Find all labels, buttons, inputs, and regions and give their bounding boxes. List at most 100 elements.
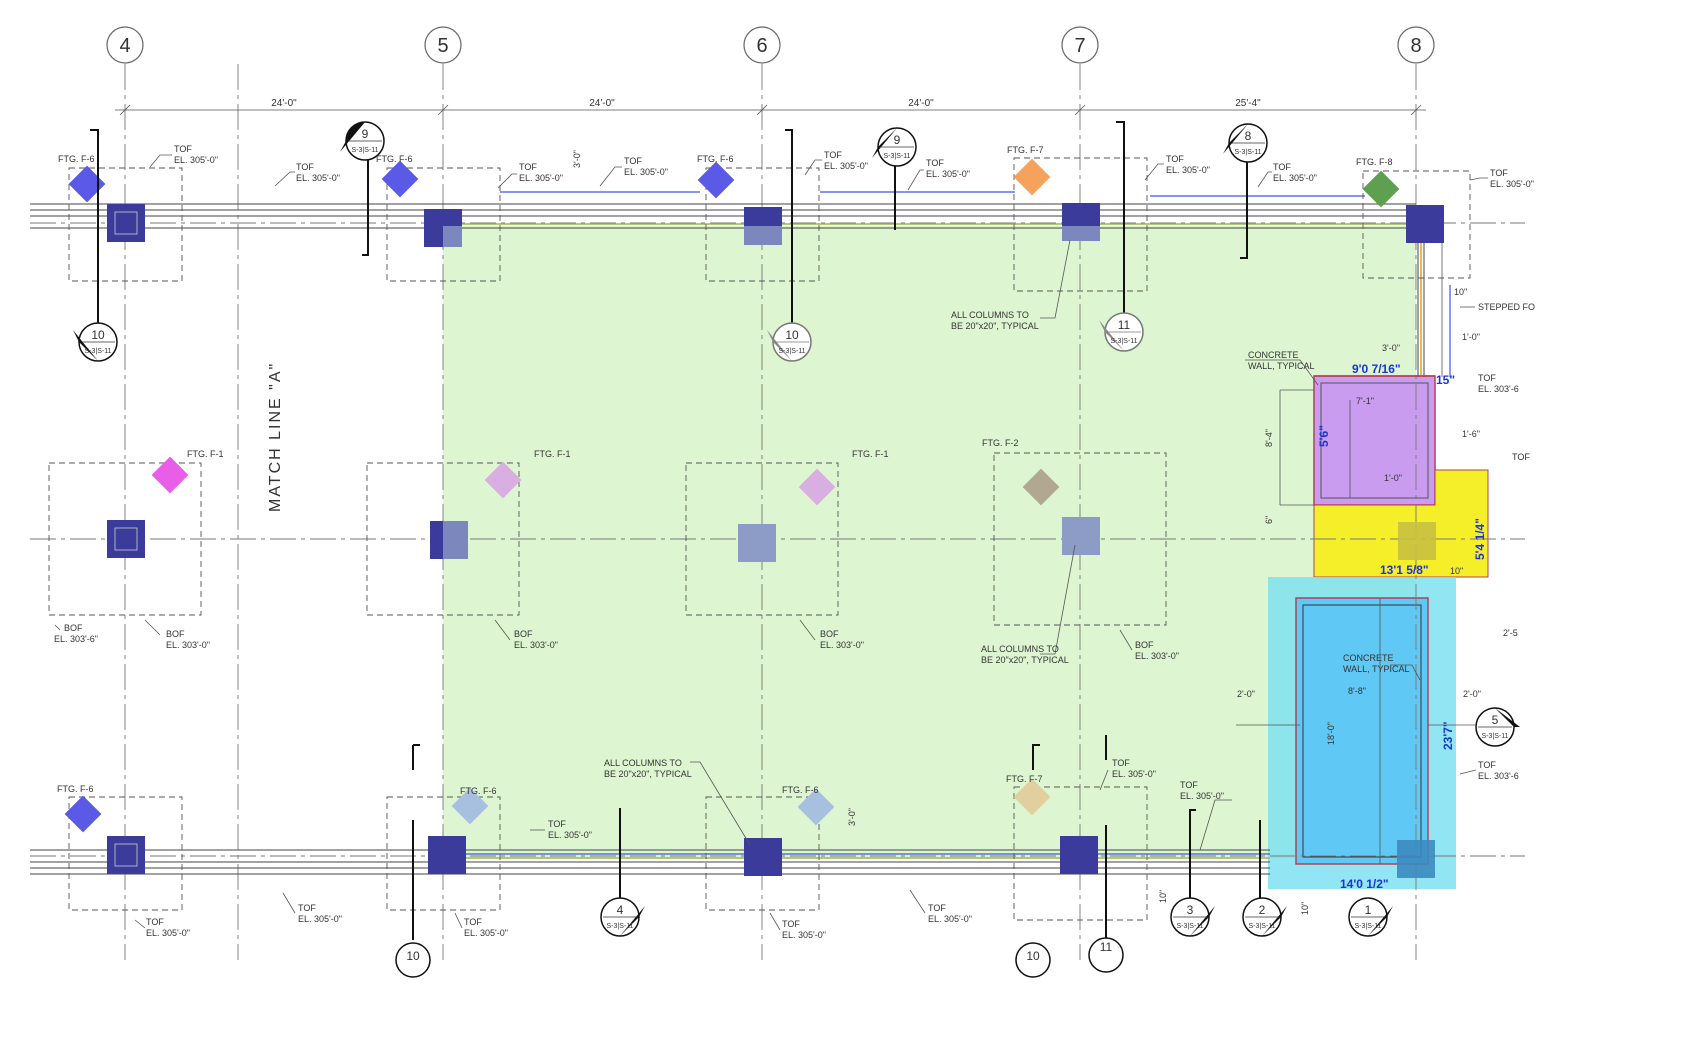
svg-text:S-3|S-11: S-3|S-11 (1235, 149, 1262, 156)
section-marker-11-b: 11 (1088, 937, 1124, 973)
elevation-callouts: TOF EL. 305'-0" TOF EL. 305'-0" TOF EL. … (54, 144, 1534, 940)
svg-text:EL. 303'-0": EL. 303'-0" (166, 640, 210, 650)
svg-text:EL. 305'-0": EL. 305'-0" (928, 914, 972, 924)
svg-text:10": 10" (1158, 890, 1168, 903)
svg-text:3'-0": 3'-0" (847, 808, 857, 826)
svg-text:FTG. F-6: FTG. F-6 (376, 154, 413, 164)
svg-text:EL. 305'-0": EL. 305'-0" (1273, 173, 1317, 183)
measurement-yellow-width: 13'1 5/8" (1380, 563, 1429, 577)
pit-internal-lines (1236, 389, 1476, 864)
svg-text:EL. 305'-0": EL. 305'-0" (298, 914, 342, 924)
svg-text:11: 11 (1100, 940, 1113, 954)
svg-text:ALL COLUMNS TO: ALL COLUMNS TO (604, 758, 682, 768)
column (107, 204, 145, 242)
svg-text:TOF: TOF (296, 162, 314, 172)
right-foundation-wall (1417, 226, 1451, 377)
green-zone (443, 226, 1416, 858)
purple-zone (1313, 375, 1436, 506)
svg-text:FTG. F-1: FTG. F-1 (187, 449, 224, 459)
svg-text:7: 7 (1074, 35, 1085, 57)
leader-lines (54, 154, 1488, 931)
column (744, 207, 782, 245)
blue-zone-inner (1302, 604, 1422, 858)
svg-text:EL. 305'-0": EL. 305'-0" (1490, 179, 1534, 189)
svg-text:S-3|S-11: S-3|S-11 (1111, 338, 1138, 345)
svg-text:TOF: TOF (824, 150, 842, 160)
svg-text:TOF: TOF (928, 903, 946, 913)
blue-zone (1296, 598, 1428, 864)
section-marker-10-c: 10 (395, 942, 431, 978)
svg-text:FTG. F-7: FTG. F-7 (1006, 774, 1043, 784)
svg-text:TOF: TOF (1512, 452, 1530, 462)
column-note-2: ALL COLUMNS TO BE 20"x20", TYPICAL (981, 644, 1069, 665)
svg-text:3'-0": 3'-0" (1382, 343, 1400, 353)
svg-text:6: 6 (756, 35, 767, 57)
svg-text:FTG. F-1: FTG. F-1 (852, 449, 889, 459)
svg-text:BE 20"x20", TYPICAL: BE 20"x20", TYPICAL (981, 655, 1069, 665)
top-foundation-wall (30, 191, 1416, 229)
svg-text:BOF: BOF (166, 629, 185, 639)
column (1398, 522, 1436, 560)
svg-text:EL. 305'-0": EL. 305'-0" (1112, 769, 1156, 779)
column (1397, 840, 1435, 878)
column (744, 838, 782, 876)
svg-text:BOF: BOF (1135, 640, 1154, 650)
column-note-3: ALL COLUMNS TO BE 20"x20", TYPICAL (604, 758, 692, 779)
grid-bubble-4: 4 (106, 26, 144, 64)
section-marker-3: 3 S-3|S-11 (1170, 897, 1215, 937)
svg-text:TOF: TOF (926, 158, 944, 168)
svg-text:7'-1": 7'-1" (1356, 396, 1374, 406)
section-marker-10-b: 10 S-3|S-11 (767, 322, 812, 362)
svg-text:TOF: TOF (782, 919, 800, 929)
svg-text:FTG. F-8: FTG. F-8 (1356, 157, 1393, 167)
diamond-marker (1362, 170, 1400, 208)
diamond-marker (381, 160, 419, 198)
svg-text:EL. 303'-0": EL. 303'-0" (514, 640, 558, 650)
svg-text:CONCRETE: CONCRETE (1248, 350, 1299, 360)
svg-text:EL. 305'-0": EL. 305'-0" (1180, 791, 1224, 801)
svg-text:TOF: TOF (1478, 373, 1496, 383)
svg-text:9: 9 (362, 127, 369, 141)
svg-text:11: 11 (1118, 318, 1131, 332)
svg-text:FTG. F-2: FTG. F-2 (982, 438, 1019, 448)
svg-text:EL. 305'-0": EL. 305'-0" (174, 155, 218, 165)
footing-outlines (48, 157, 1471, 921)
svg-text:5: 5 (1492, 713, 1499, 727)
svg-text:2: 2 (1259, 903, 1266, 917)
small-dimensions: 3'-0" 7'-1" 1'-0" 1'-0" 1'-6" 8'-4" 8'-8… (572, 150, 1518, 915)
diamond-marker (697, 161, 735, 199)
grid-bubble-6: 6 (743, 26, 781, 64)
svg-text:4: 4 (617, 903, 624, 917)
svg-text:TOF: TOF (1478, 760, 1496, 770)
svg-text:BE 20"x20", TYPICAL: BE 20"x20", TYPICAL (951, 321, 1039, 331)
svg-text:S-3|S-11: S-3|S-11 (607, 923, 634, 930)
section-marker-10-d: 10 (1015, 942, 1051, 978)
svg-text:TOF: TOF (174, 144, 192, 154)
svg-text:FTG. F-7: FTG. F-7 (1007, 145, 1044, 155)
svg-text:EL. 303'-0": EL. 303'-0" (1135, 651, 1179, 661)
diamond-marker (451, 787, 489, 825)
match-line-label: MATCH LINE "A" (267, 362, 284, 512)
svg-text:TOF: TOF (146, 917, 164, 927)
measurement-top-side: 15" (1436, 373, 1455, 387)
column-note-1: ALL COLUMNS TO BE 20"x20", TYPICAL (951, 310, 1039, 331)
svg-text:FTG. F-6: FTG. F-6 (460, 786, 497, 796)
columns (107, 203, 1444, 878)
svg-text:10": 10" (1300, 902, 1310, 915)
svg-text:FTG. F-6: FTG. F-6 (57, 784, 94, 794)
column (738, 524, 776, 562)
svg-text:EL. 303'-6: EL. 303'-6 (1478, 771, 1519, 781)
svg-text:10: 10 (91, 328, 105, 342)
svg-text:2'-0": 2'-0" (1237, 689, 1255, 699)
svg-text:ALL COLUMNS TO: ALL COLUMNS TO (981, 644, 1059, 654)
measurement-blue-width: 14'0 1/2" (1340, 877, 1389, 891)
diamond-marker (68, 165, 106, 203)
svg-text:10: 10 (406, 949, 420, 963)
svg-text:3'-0": 3'-0" (572, 150, 582, 168)
svg-text:EL. 305'-0": EL. 305'-0" (1166, 165, 1210, 175)
column (1060, 836, 1098, 874)
measurement-callouts: 9'0 7/16" 15" 5'6" 13'1 5/8" 5'4 1/4" 14… (1314, 362, 1487, 891)
svg-text:EL. 303'-6: EL. 303'-6 (1478, 384, 1519, 394)
svg-text:CONCRETE: CONCRETE (1343, 653, 1394, 663)
svg-text:BOF: BOF (820, 629, 839, 639)
